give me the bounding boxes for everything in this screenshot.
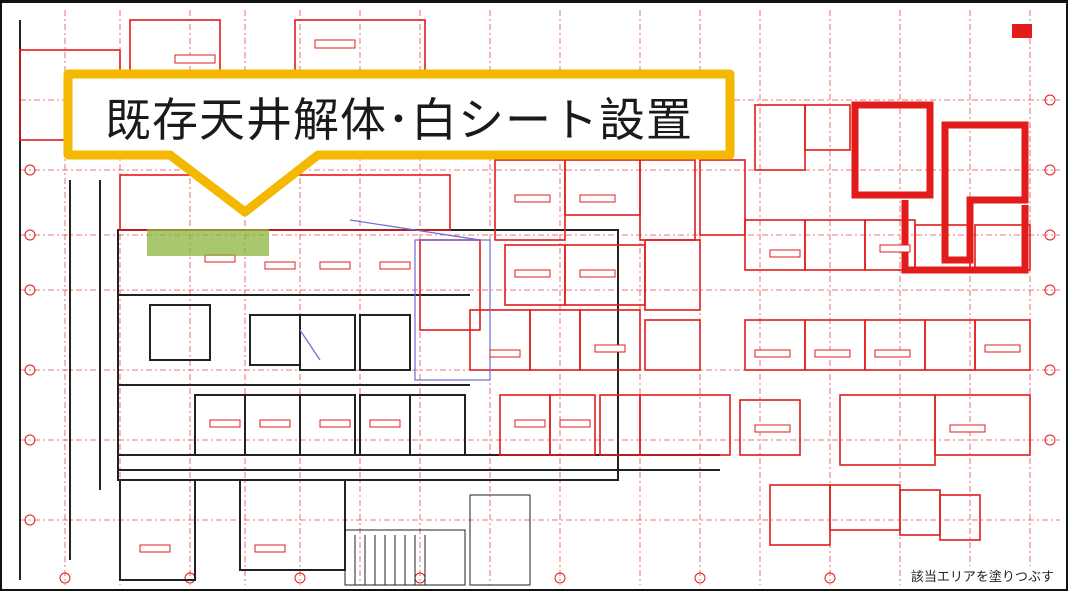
blue-lines	[299, 219, 491, 381]
red-bar	[1012, 24, 1032, 38]
room-labels	[139, 39, 1021, 553]
caption: 該当エリアを塗りつぶす	[908, 566, 1056, 585]
hatched-walls	[851, 101, 1029, 274]
callout-text: 既存天井解体･白シート設置	[105, 93, 693, 147]
highlight-area	[147, 229, 269, 256]
stair-details	[344, 494, 531, 586]
